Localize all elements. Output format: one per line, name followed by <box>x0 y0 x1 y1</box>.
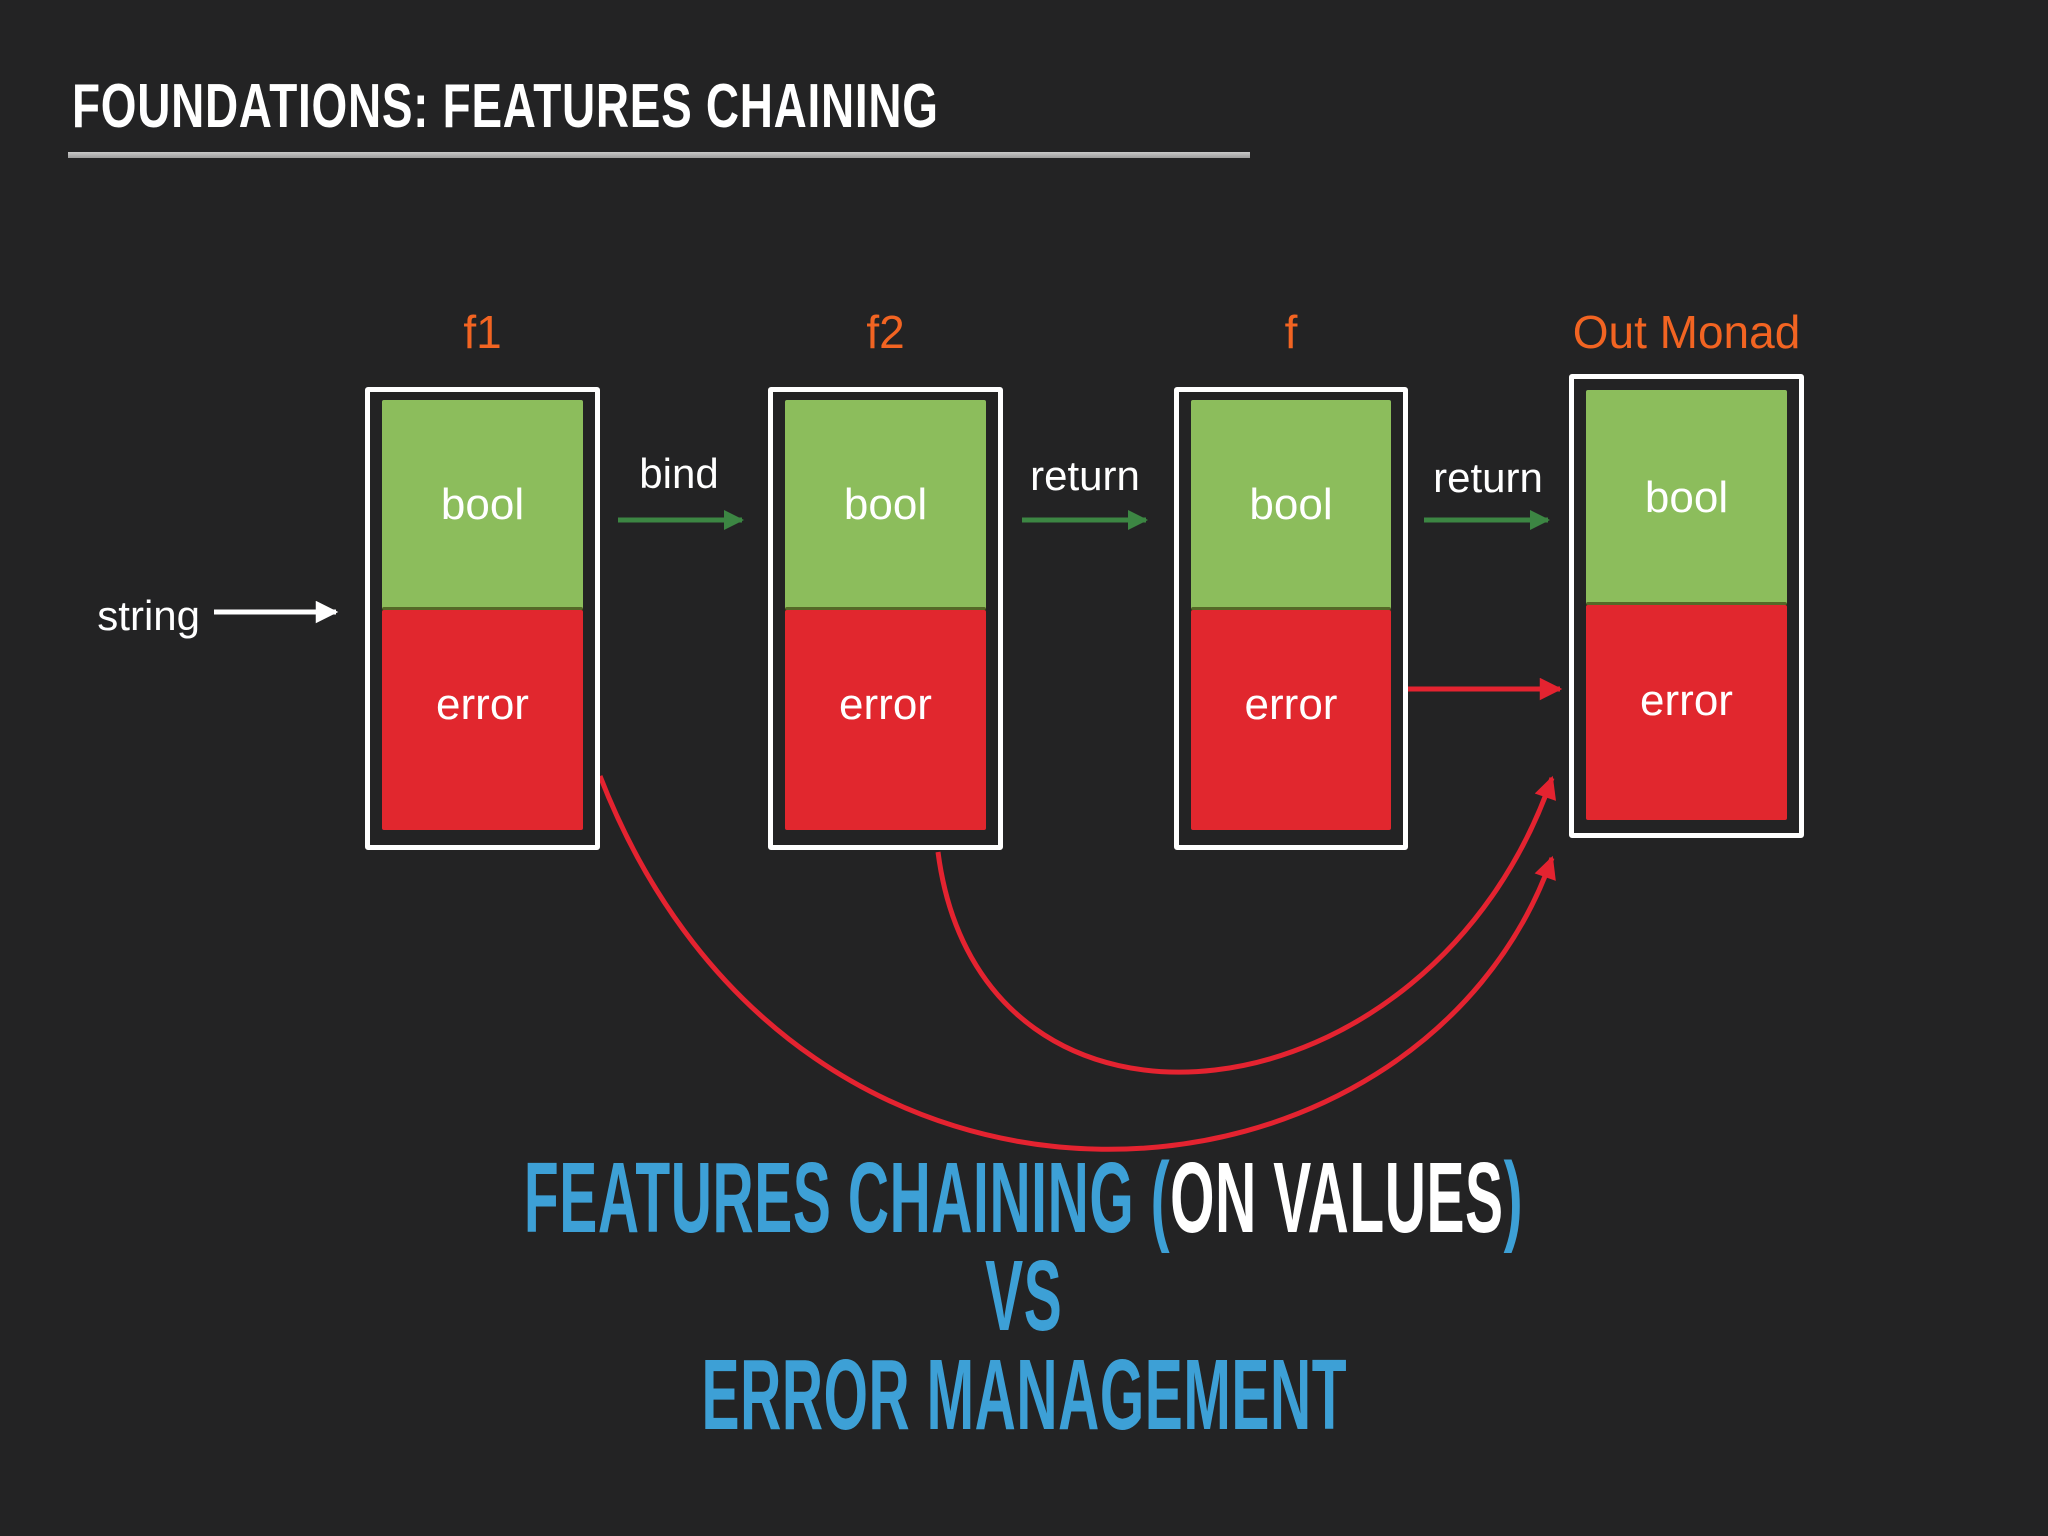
return-label-2: return <box>1433 454 1543 501</box>
monad-box-f1: bool error <box>365 387 600 850</box>
box-label-out-monad: Out Monad <box>1572 306 1801 358</box>
slide-title-text: FOUNDATIONS: FEATURES CHAINING <box>72 72 939 141</box>
bool-section: bool <box>785 400 986 610</box>
bool-section: bool <box>382 400 583 610</box>
headline-line3: ERROR MANAGEMENT <box>0 1335 2048 1455</box>
headline-vs: VS <box>985 1240 1063 1352</box>
box-label-f1: f1 <box>463 306 502 358</box>
headline-line1-blue: FEATURES CHAINING ( <box>524 1142 1171 1254</box>
box-label-f2: f2 <box>866 306 905 358</box>
monad-box-f: bool error <box>1174 387 1408 850</box>
error-arrow-f1-to-out <box>597 775 1556 1152</box>
error-section: error <box>1191 610 1391 830</box>
error-section: error <box>382 610 583 830</box>
string-label: string <box>97 592 200 639</box>
headline-line1-close-paren: ) <box>1504 1142 1524 1254</box>
slide-title: FOUNDATIONS: FEATURES CHAINING <box>72 72 1243 142</box>
error-section: error <box>785 610 986 830</box>
headline-line1-white: ON VALUES <box>1170 1142 1505 1254</box>
headline-error-management: ERROR MANAGEMENT <box>701 1339 1347 1451</box>
headline-line1: FEATURES CHAINING (ON VALUES) <box>0 1138 2048 1258</box>
monad-box-f2: bool error <box>768 387 1003 850</box>
bind-label: bind <box>639 450 719 497</box>
headline-line2: VS <box>0 1236 2048 1356</box>
bool-section: bool <box>1191 400 1391 610</box>
error-section: error <box>1586 605 1787 820</box>
return-label-1: return <box>1030 452 1140 499</box>
monad-box-out: bool error <box>1569 374 1804 838</box>
box-label-f: f <box>1284 306 1298 358</box>
title-underline <box>68 152 1250 158</box>
bool-section: bool <box>1586 390 1787 605</box>
